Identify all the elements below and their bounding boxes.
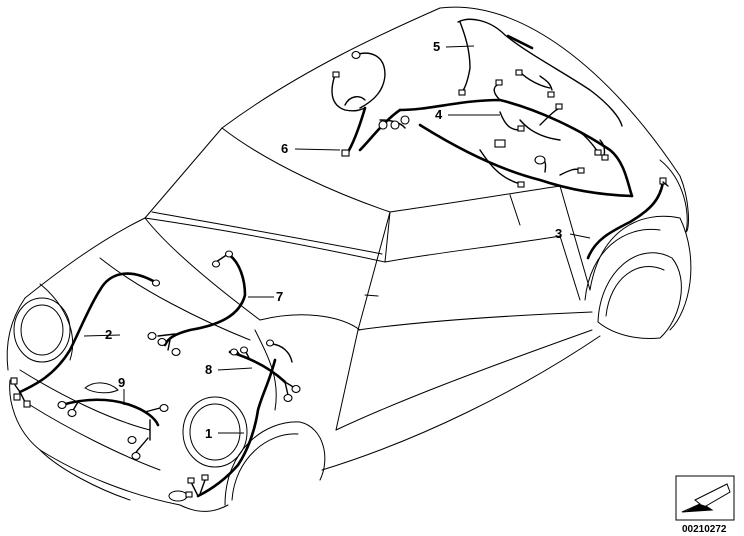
harness-6 — [331, 50, 410, 157]
harness-1 — [185, 358, 277, 498]
harness-5 — [457, 18, 623, 127]
car-body — [6, 6, 692, 512]
callout-8: 8 — [205, 362, 212, 377]
view-direction-arrow-icon — [675, 475, 735, 521]
harness-8 — [228, 339, 301, 403]
callout-6: 6 — [281, 141, 288, 156]
callout-2: 2 — [105, 327, 112, 342]
diagram-code: 00210272 — [682, 524, 727, 535]
callout-9: 9 — [118, 375, 125, 390]
callout-4: 4 — [435, 107, 443, 122]
callout-5: 5 — [433, 39, 440, 54]
harness-2 — [10, 272, 161, 408]
callout-leaders — [83, 45, 591, 434]
harness-4 — [358, 69, 634, 198]
harness-3 — [586, 177, 669, 260]
harness-9 — [57, 398, 169, 461]
callout-3: 3 — [555, 226, 562, 241]
harness-7 — [147, 250, 247, 357]
callout-1: 1 — [205, 426, 212, 441]
callouts: 1 2 3 4 5 6 7 8 9 — [105, 39, 562, 441]
callout-7: 7 — [276, 289, 283, 304]
